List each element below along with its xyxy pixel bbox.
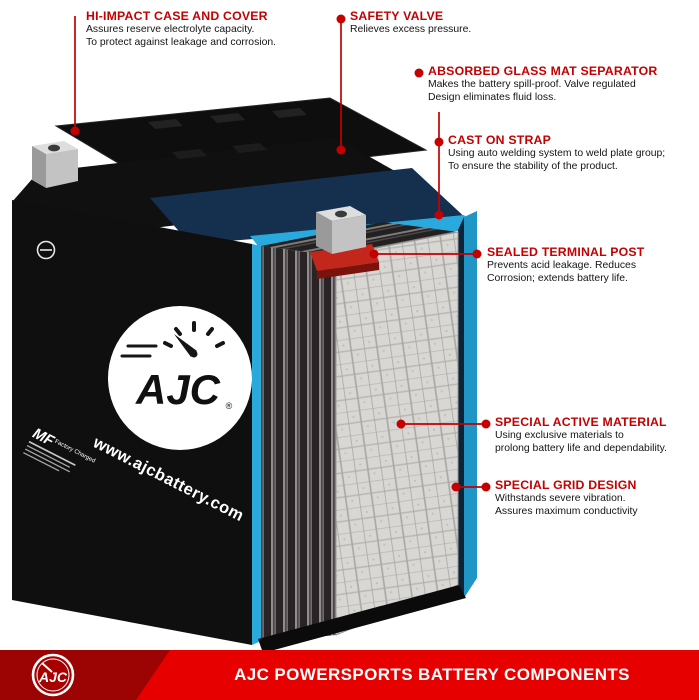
callout-desc-line: Using exclusive materials to xyxy=(495,430,624,441)
callout-agm-separator: ABSORBED GLASS MAT SEPARATOR Makes the b… xyxy=(428,64,657,105)
callout-safety-valve: SAFETY VALVE Relieves excess pressure. xyxy=(350,9,471,36)
callout-hi-impact-case: HI-IMPACT CASE AND COVER Assures reserve… xyxy=(86,9,276,50)
speedometer-icon xyxy=(163,321,225,348)
footer-bar: AJC AJC POWERSPORTS BATTERY COMPONENTS xyxy=(0,650,699,700)
ajc-logo-battery: AJC ® xyxy=(108,306,252,450)
negative-symbol xyxy=(36,240,56,260)
callout-title: ABSORBED GLASS MAT SEPARATOR xyxy=(428,64,658,78)
plate-stack-side xyxy=(261,246,336,642)
callout-special-active-material: SPECIAL ACTIVE MATERIAL Using exclusive … xyxy=(495,415,667,456)
vent-plug xyxy=(272,108,307,118)
callout-title: SAFETY VALVE xyxy=(350,9,444,23)
footer-logo-panel: AJC xyxy=(0,650,170,700)
callout-title: CAST ON STRAP xyxy=(448,133,552,147)
footer-logo-text: AJC xyxy=(38,669,68,685)
brand-reg-mark: ® xyxy=(226,401,233,411)
speed-lines xyxy=(120,344,158,358)
callout-desc-line: Corrosion; extends battery life. xyxy=(487,273,628,285)
callout-title: HI-IMPACT CASE AND COVER xyxy=(86,9,268,23)
callout-desc-line: Using auto welding system to weld plate … xyxy=(448,148,666,159)
vent-cap xyxy=(232,143,267,153)
callout-desc-line: Makes the battery spill-proof. Valve reg… xyxy=(428,79,636,90)
callout-cast-on-strap: CAST ON STRAP Using auto welding system … xyxy=(448,133,665,174)
battery-base xyxy=(258,585,466,653)
callout-desc-line: Design eliminates fluid loss. xyxy=(428,92,557,104)
separator-face xyxy=(335,231,459,636)
speedometer-needle xyxy=(174,334,197,357)
vent-plug xyxy=(148,119,183,129)
callout-desc-line: To protect against leakage and corrosion… xyxy=(86,37,277,49)
speedometer-needle xyxy=(41,662,53,673)
callout-sealed-terminal-post: SEALED TERMINAL POST Prevents acid leaka… xyxy=(487,245,645,286)
callout-desc-line: Relieves excess pressure. xyxy=(350,24,472,35)
brand-text: AJC xyxy=(135,366,221,413)
vent-cap xyxy=(172,149,207,159)
terminal-post-left xyxy=(32,141,78,188)
ajc-logo-footer: AJC xyxy=(31,653,75,697)
terminal-post-right xyxy=(316,206,366,254)
callout-title: SPECIAL ACTIVE MATERIAL xyxy=(495,415,667,429)
callout-desc-line: Assures reserve electrolyte capacity. xyxy=(86,24,255,35)
case-right-wall xyxy=(464,211,477,598)
callout-desc-line: Withstands severe vibration. xyxy=(495,493,626,504)
vent-plug xyxy=(210,113,245,123)
cut-edge-cyan xyxy=(252,244,261,645)
callout-desc-line: To ensure the stability of the product. xyxy=(448,161,618,173)
plate-stack xyxy=(261,222,459,642)
callout-desc-line: prolong battery life and dependability. xyxy=(495,443,667,455)
callout-special-grid-design: SPECIAL GRID DESIGN Withstands severe vi… xyxy=(495,478,638,519)
callout-desc-line: Prevents acid leakage. Reduces xyxy=(487,260,637,271)
callout-desc-line: Assures maximum conductivity xyxy=(495,506,638,518)
footer-title: AJC POWERSPORTS BATTERY COMPONENTS xyxy=(234,665,630,684)
callout-title: SEALED TERMINAL POST xyxy=(487,245,645,259)
callout-title: SPECIAL GRID DESIGN xyxy=(495,478,637,492)
